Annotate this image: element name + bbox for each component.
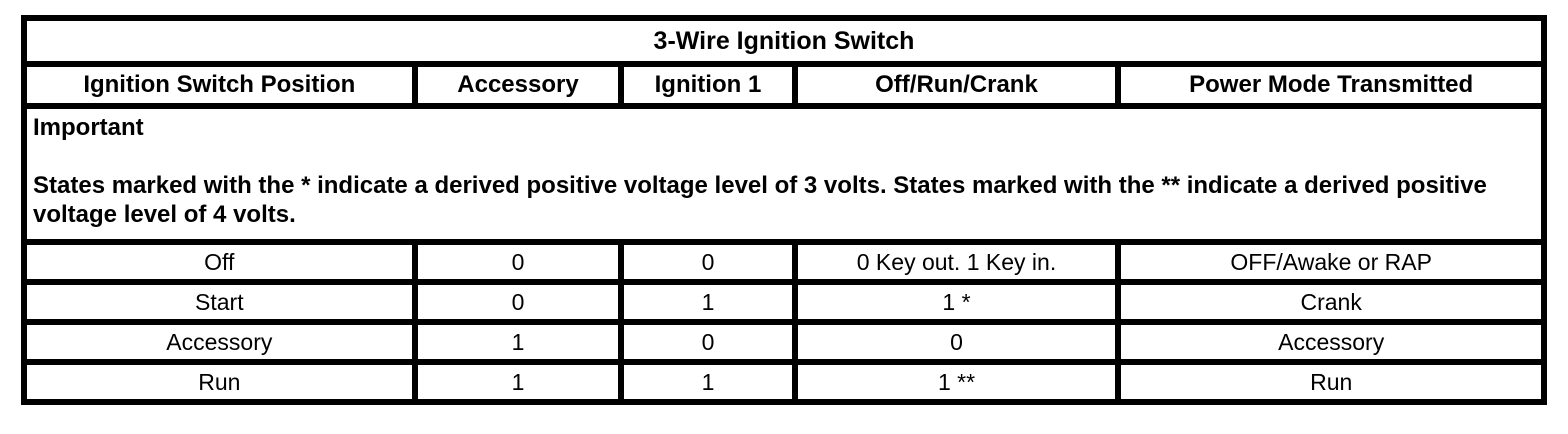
cell-off-run-crank: 1 * <box>794 282 1119 322</box>
note-body: States marked with the * indicate a deri… <box>33 172 1487 228</box>
cell-power-mode: OFF/Awake or RAP <box>1118 242 1544 282</box>
cell-position: Run <box>24 362 415 402</box>
column-header-power-mode-transmitted: Power Mode Transmitted <box>1118 64 1544 106</box>
cell-ignition1: 0 <box>621 322 795 362</box>
column-header-accessory: Accessory <box>414 64 622 106</box>
ignition-switch-table: 3-Wire Ignition Switch Ignition Switch P… <box>21 15 1547 405</box>
cell-accessory: 0 <box>414 282 622 322</box>
column-header-off-run-crank: Off/Run/Crank <box>794 64 1119 106</box>
important-note-cell: Important States marked with the * indic… <box>24 106 1544 242</box>
table-row-start: Start 0 1 1 * Crank <box>24 282 1544 322</box>
important-note: Important States marked with the * indic… <box>27 109 1541 233</box>
cell-off-run-crank: 0 Key out. 1 Key in. <box>794 242 1119 282</box>
cell-power-mode: Run <box>1118 362 1544 402</box>
important-note-row: Important States marked with the * indic… <box>24 106 1544 242</box>
cell-off-run-crank: 0 <box>794 322 1119 362</box>
cell-accessory: 1 <box>414 322 622 362</box>
cell-ignition1: 1 <box>621 282 795 322</box>
cell-power-mode: Accessory <box>1118 322 1544 362</box>
cell-position: Off <box>24 242 415 282</box>
table-title-row: 3-Wire Ignition Switch <box>24 18 1544 64</box>
cell-accessory: 0 <box>414 242 622 282</box>
cell-off-run-crank: 1 ** <box>794 362 1119 402</box>
cell-accessory: 1 <box>414 362 622 402</box>
cell-position: Accessory <box>24 322 415 362</box>
table-row-off: Off 0 0 0 Key out. 1 Key in. OFF/Awake o… <box>24 242 1544 282</box>
cell-ignition1: 1 <box>621 362 795 402</box>
column-header-ignition-switch-position: Ignition Switch Position <box>24 64 415 106</box>
note-heading: Important <box>33 114 144 141</box>
table-header-row: Ignition Switch Position Accessory Ignit… <box>24 64 1544 106</box>
cell-position: Start <box>24 282 415 322</box>
table-row-run: Run 1 1 1 ** Run <box>24 362 1544 402</box>
column-header-ignition-1: Ignition 1 <box>621 64 795 106</box>
cell-power-mode: Crank <box>1118 282 1544 322</box>
table-title: 3-Wire Ignition Switch <box>24 18 1544 64</box>
cell-ignition1: 0 <box>621 242 795 282</box>
table-row-accessory: Accessory 1 0 0 Accessory <box>24 322 1544 362</box>
